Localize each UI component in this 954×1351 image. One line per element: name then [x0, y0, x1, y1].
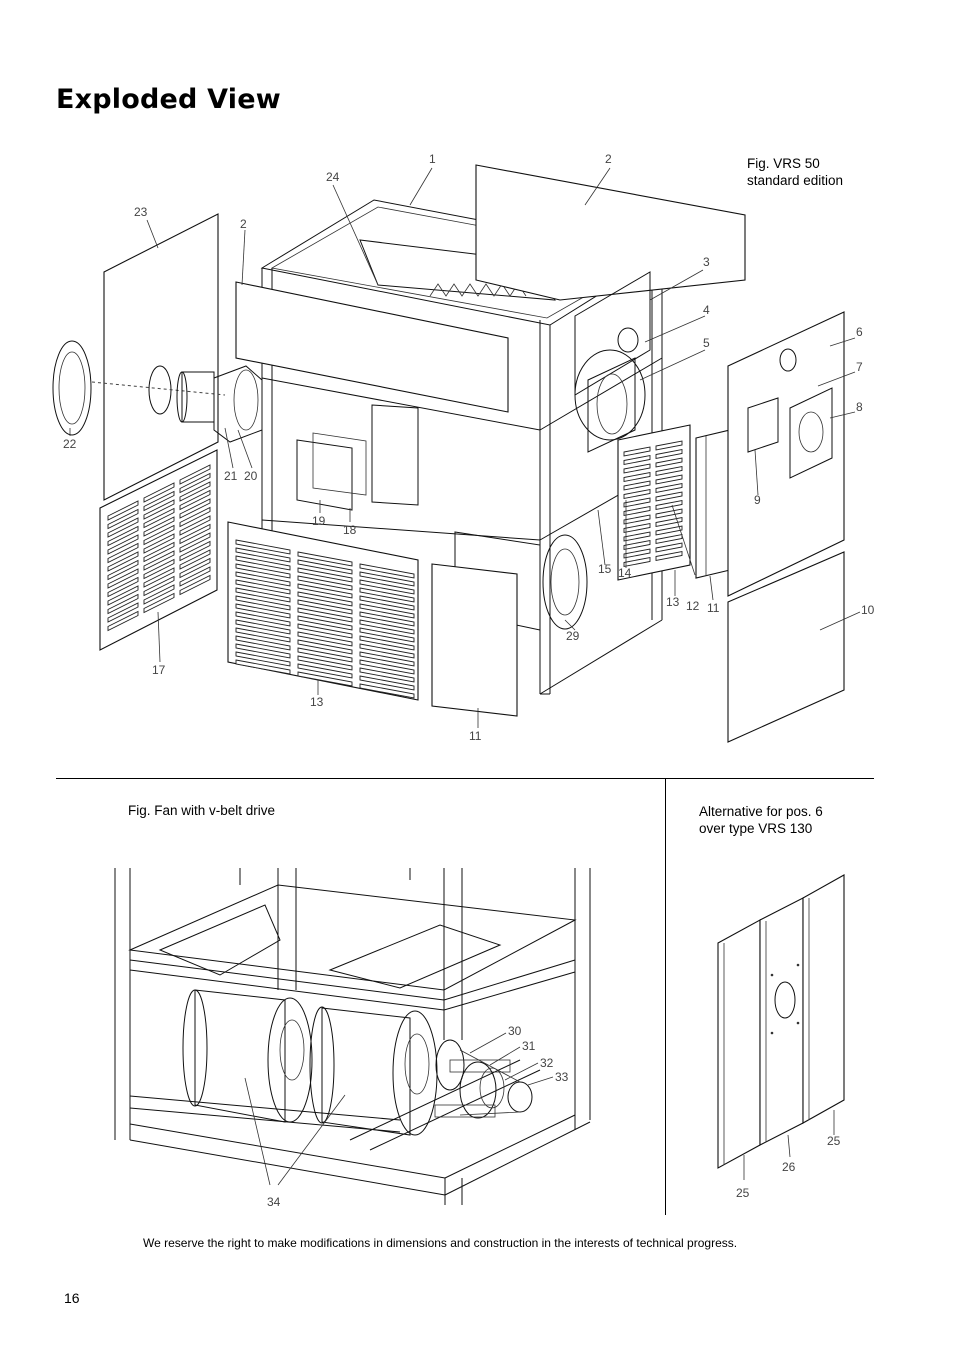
section-divider — [56, 778, 874, 779]
callout-19: 19 — [312, 514, 326, 528]
alt-figure-caption-line2: over type VRS 130 — [699, 821, 813, 836]
part-8-flange — [789, 387, 833, 479]
callout-20: 20 — [244, 469, 258, 483]
callout-33: 33 — [555, 1070, 569, 1084]
callout-15: 15 — [598, 562, 612, 576]
callout-34: 34 — [267, 1195, 281, 1209]
footnote: We reserve the right to make modificatio… — [143, 1236, 738, 1250]
part-9-box — [747, 397, 779, 453]
callout-21: 21 — [224, 469, 238, 483]
part-22-ring — [52, 340, 92, 436]
callout-18: 18 — [343, 523, 357, 537]
fan-figure-caption: Fig. Fan with v-belt drive — [128, 803, 276, 818]
vbelt-drive — [434, 1039, 533, 1119]
callout-25: 25 — [736, 1186, 750, 1200]
part-labels-alt: 25 26 25 — [736, 1134, 841, 1200]
callout-1: 1 — [429, 152, 436, 166]
callout-5: 5 — [703, 336, 710, 350]
main-figure-caption-line2: standard edition — [747, 173, 844, 188]
part-10-panel — [727, 551, 845, 743]
part-labels-fan: 30 31 32 33 34 — [267, 1024, 569, 1209]
callout-14: 14 — [618, 566, 632, 580]
fan-vbelt-drawing: 30 31 32 33 34 — [114, 868, 591, 1209]
callout-30: 30 — [508, 1024, 522, 1038]
part-29-fan — [542, 534, 588, 630]
callout-22: 22 — [63, 437, 77, 451]
callout-8: 8 — [856, 400, 863, 414]
callout-9: 9 — [754, 493, 761, 507]
callout-7: 7 — [856, 360, 863, 374]
callout-6: 6 — [856, 325, 863, 339]
part-2-panel-back — [475, 164, 746, 301]
part-2-panel-front — [235, 281, 509, 413]
alt-figure-caption: Alternative for pos. 6 over type VRS 130 — [699, 803, 823, 837]
callout-23: 23 — [134, 205, 148, 219]
callout-13: 13 — [310, 695, 324, 709]
callout-17: 17 — [152, 663, 166, 677]
page-number: 16 — [64, 1290, 80, 1306]
callout-12: 12 — [686, 599, 700, 613]
callout-4: 4 — [703, 303, 710, 317]
main-figure-caption-line1: Fig. VRS 50 — [747, 156, 820, 171]
exploded-view-drawing: 1 2 2 3 4 5 6 7 8 9 10 11 11 12 13 13 14… — [52, 152, 875, 743]
callout-25: 25 — [827, 1134, 841, 1148]
callout-10: 10 — [861, 603, 875, 617]
section-divider-vertical — [665, 779, 666, 1215]
part-11-panel-front — [431, 563, 518, 717]
page-title: Exploded View — [56, 84, 281, 115]
callout-31: 31 — [522, 1039, 536, 1053]
callout-11: 11 — [707, 601, 720, 615]
part-17-grille — [99, 449, 218, 651]
part-19-plate — [296, 439, 353, 511]
main-figure-caption: Fig. VRS 50 standard edition — [747, 155, 843, 189]
callout-2: 2 — [605, 152, 612, 166]
callout-3: 3 — [703, 255, 710, 269]
callout-26: 26 — [782, 1160, 796, 1174]
part-13-grille-front — [227, 521, 419, 701]
part-11-panel-side — [695, 429, 731, 579]
callout-29: 29 — [566, 629, 580, 643]
callout-24: 24 — [326, 170, 340, 184]
part-13-grille-side — [617, 424, 691, 581]
part-23-panel — [103, 213, 219, 501]
part-labels-main: 1 2 2 3 4 5 6 7 8 9 10 11 11 12 13 13 14… — [63, 152, 875, 743]
alt-figure-caption-line1: Alternative for pos. 6 — [699, 804, 823, 819]
callout-13: 13 — [666, 595, 680, 609]
part-25-panel-right — [802, 874, 845, 1124]
callout-11: 11 — [469, 729, 482, 743]
part-26-panel-middle — [759, 897, 804, 1146]
callout-32: 32 — [540, 1056, 554, 1070]
callout-2: 2 — [240, 217, 247, 231]
alternative-panel-drawing: 25 26 25 — [717, 874, 845, 1200]
part-6-panel — [727, 311, 845, 597]
fan-housing-left — [182, 989, 313, 1123]
